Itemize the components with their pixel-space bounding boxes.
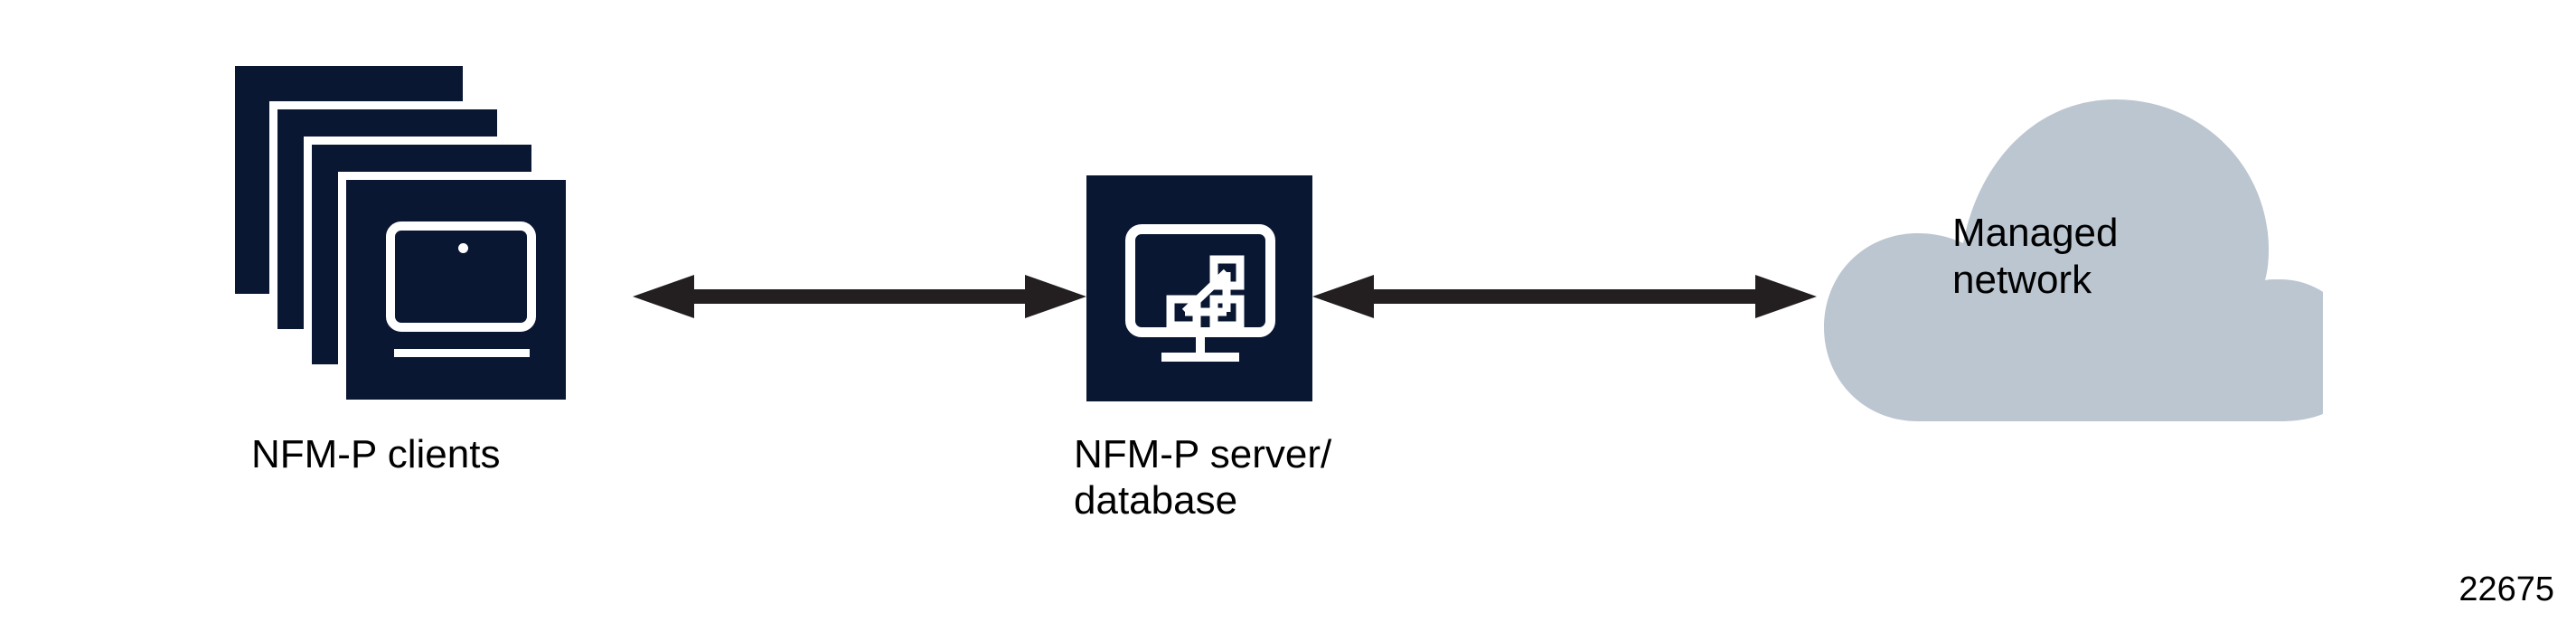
laptop-icon [386, 221, 536, 366]
arrow-clients-to-server [633, 269, 1086, 324]
nfm-p-server-node [1086, 175, 1312, 401]
figure-number: 22675 [2458, 570, 2554, 608]
nfm-p-clients-label: NFM-P clients [251, 432, 501, 476]
laptop-camera-dot [458, 243, 468, 253]
laptop-stack-icon-card-1 [338, 172, 566, 400]
monitor-screen-shape [1125, 224, 1275, 337]
laptop-screen-shape [386, 221, 536, 332]
double-headed-arrow-icon [1312, 275, 1817, 318]
nfm-p-clients-node [235, 66, 642, 410]
managed-network-node [1817, 90, 2357, 429]
monitor-topology-icon [1125, 224, 1275, 362]
double-headed-arrow-icon [633, 275, 1086, 318]
monitor-stand-neck [1196, 336, 1205, 356]
monitor-stand-foot [1161, 353, 1239, 362]
laptop-base-shape [394, 349, 530, 357]
cloud-icon [1824, 99, 2357, 421]
arrow-server-to-cloud [1312, 269, 1817, 324]
nfm-p-server-label: NFM-P server/ database [1074, 432, 1332, 523]
network-topology-icon [1166, 255, 1245, 330]
managed-network-label: Managed network [1952, 211, 2119, 302]
